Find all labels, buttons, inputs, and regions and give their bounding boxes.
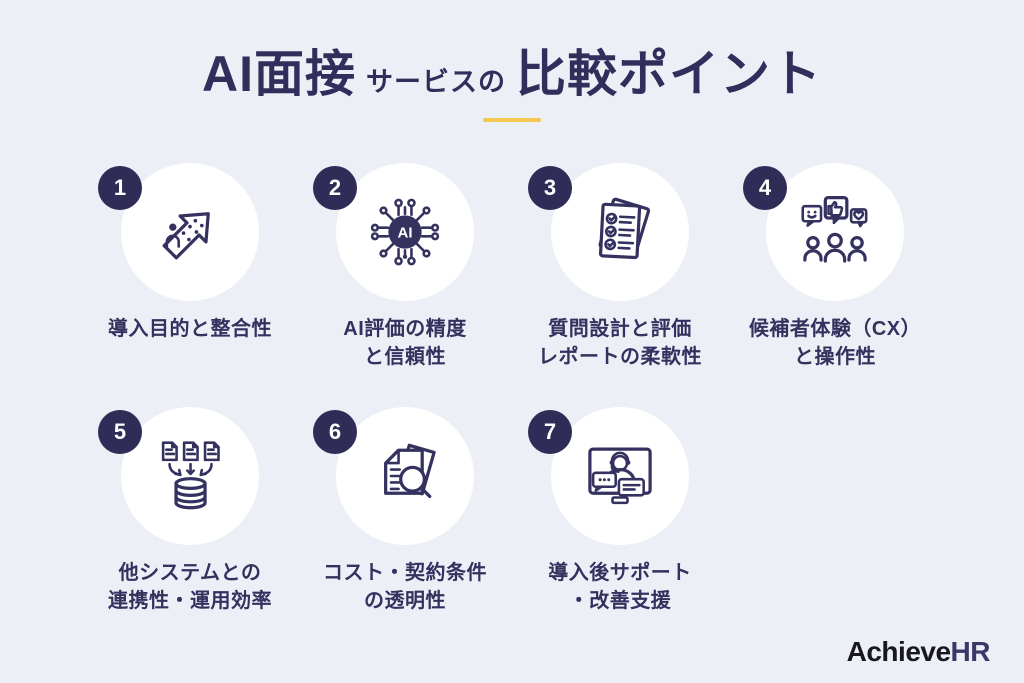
- point-label: 導入目的と整合性: [82, 315, 298, 343]
- point-item-7: 7 導入後サポート ・改善支援: [512, 407, 728, 616]
- label-line: レポートの柔軟性: [538, 346, 702, 369]
- number-badge-label: 2: [328, 175, 342, 200]
- title-segment-comparison: 比較ポイント: [516, 46, 822, 102]
- icon-circle: [121, 407, 259, 545]
- icon-circle: [121, 163, 259, 301]
- system-integration-icon: [161, 441, 220, 510]
- page-title: AI面接 サービスの 比較ポイント: [0, 34, 1024, 106]
- growth-arrow-icon: [162, 212, 210, 260]
- logo-text-achieve: Achieve: [846, 636, 951, 667]
- point-label: 導入後サポート ・改善支援: [512, 559, 728, 616]
- point-item-1: 1 導入目的と整合性: [82, 163, 298, 343]
- label-line: 導入目的と整合性: [108, 318, 272, 340]
- number-badge: 4: [743, 166, 787, 210]
- ai-chip-label: AI: [397, 224, 412, 241]
- icon-circle: AI: [336, 163, 474, 301]
- number-badge-label: 7: [543, 419, 557, 444]
- label-line: AI評価の精度: [343, 318, 467, 340]
- achievehr-logo: AchieveHR: [846, 636, 991, 668]
- label-line: ・改善支援: [568, 590, 672, 613]
- icon-circle: [551, 163, 689, 301]
- label-line: の透明性: [364, 590, 446, 613]
- checklist-icon: [598, 197, 651, 260]
- number-badge-label: 1: [113, 175, 127, 200]
- point-label: 質問設計と評価 レポートの柔軟性: [512, 315, 728, 372]
- point-item-4: 4 候補者体験（CX） と操作性: [727, 163, 943, 372]
- label-line: 連携性・運用効率: [108, 590, 272, 613]
- label-line: 質問設計と評価: [548, 318, 692, 340]
- number-badge: 2: [313, 166, 357, 210]
- point-label: 他システムとの 連携性・運用効率: [82, 559, 298, 616]
- point-item-2: AI 2 AI評価の精度 と信頼性: [297, 163, 513, 372]
- number-badge-label: 4: [758, 175, 772, 200]
- title-segment-ai-interview: AI面接: [202, 46, 356, 102]
- label-line: 候補者体験（CX）: [748, 318, 922, 340]
- label-line: と操作性: [794, 346, 876, 369]
- number-badge: 1: [98, 166, 142, 210]
- icon-circle: [551, 407, 689, 545]
- point-item-5: 5 他システムとの 連携性・運用効率: [82, 407, 298, 616]
- point-label: AI評価の精度 と信頼性: [297, 315, 513, 372]
- number-badge: 6: [313, 410, 357, 454]
- label-line: と信頼性: [364, 346, 446, 369]
- number-badge: 5: [98, 410, 142, 454]
- label-line: 他システムとの: [118, 562, 262, 584]
- point-item-3: 3 質問設計と評価 レポートの柔軟性: [512, 163, 728, 372]
- icon-circle: [766, 163, 904, 301]
- candidate-feedback-icon: [801, 195, 868, 263]
- title-underline: [483, 118, 541, 122]
- label-line: コスト・契約条件: [323, 562, 487, 584]
- document-magnifier-icon: [384, 443, 436, 499]
- title-segment-service: サービスの: [366, 67, 506, 97]
- point-label: コスト・契約条件 の透明性: [297, 559, 513, 616]
- logo-text-hr: HR: [950, 636, 991, 667]
- ai-network-icon: AI: [370, 198, 440, 266]
- number-badge-label: 5: [113, 419, 127, 444]
- support-agent-icon: [588, 447, 652, 505]
- number-badge: 3: [528, 166, 572, 210]
- label-line: 導入後サポート: [548, 562, 692, 584]
- point-item-6: 6 コスト・契約条件 の透明性: [297, 407, 513, 616]
- number-badge: 7: [528, 410, 572, 454]
- number-badge-label: 6: [328, 419, 342, 444]
- number-badge-label: 3: [543, 175, 557, 200]
- icon-circle: [336, 407, 474, 545]
- point-label: 候補者体験（CX） と操作性: [727, 315, 943, 372]
